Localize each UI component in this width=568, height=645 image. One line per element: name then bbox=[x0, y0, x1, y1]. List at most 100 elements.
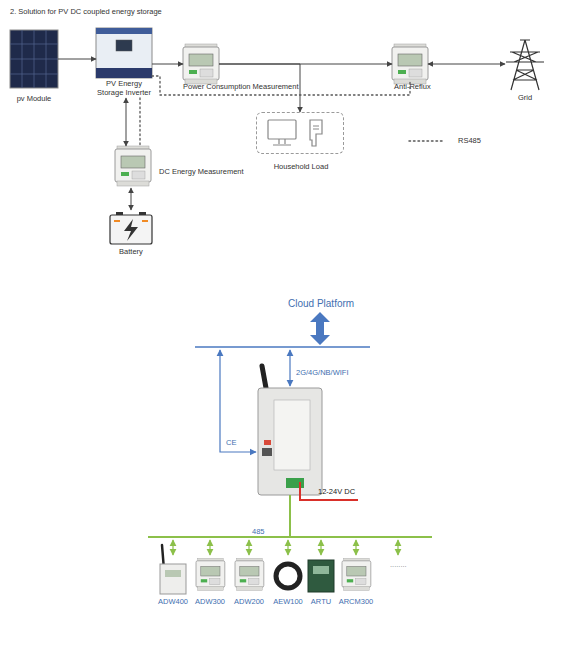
rs485-link bbox=[139, 98, 140, 146]
meter-node: Power Consumption Measurement bbox=[183, 46, 219, 82]
power-line bbox=[300, 482, 358, 500]
monitor-stand bbox=[273, 139, 291, 145]
gateway-body bbox=[258, 388, 322, 495]
annotation-label: 2G/4G/NB/WIFI bbox=[296, 368, 349, 377]
legend-line-sample bbox=[408, 138, 444, 144]
node-label: ADW300 bbox=[183, 598, 237, 607]
node-label: Household Load bbox=[251, 163, 351, 172]
legend-text: RS485 bbox=[458, 136, 481, 145]
power-flow-arrow bbox=[131, 188, 132, 210]
device-body bbox=[196, 558, 225, 590]
power-flow-arrow bbox=[428, 64, 505, 65]
bus-tap bbox=[209, 540, 210, 555]
battery-mark bbox=[142, 220, 148, 222]
node-label: AEW100 bbox=[261, 598, 315, 607]
device-node: ADW300 bbox=[195, 558, 225, 594]
ethernet-link bbox=[220, 350, 256, 452]
monitor-icon bbox=[268, 120, 296, 139]
wireless-link bbox=[289, 350, 290, 386]
node-label: Grid bbox=[495, 94, 555, 103]
battery-illustration bbox=[110, 212, 152, 244]
plug-icon bbox=[310, 120, 322, 146]
load-group-node: Household Load bbox=[256, 112, 344, 154]
power-flow-arrow bbox=[152, 64, 183, 65]
annotation-label: CE bbox=[226, 438, 236, 447]
inverter-base bbox=[96, 68, 152, 78]
power-flow-arrow bbox=[219, 64, 300, 112]
panel-frame bbox=[10, 30, 58, 88]
node-label: Battery bbox=[101, 248, 161, 257]
meter-illustration bbox=[392, 44, 428, 84]
device-body bbox=[308, 560, 334, 592]
node-label: Power Consumption Measurement bbox=[183, 83, 298, 92]
power-flow-arrow bbox=[219, 64, 392, 65]
grid-pylon bbox=[506, 40, 544, 90]
legend-item: RS485 bbox=[408, 136, 481, 145]
power-flow-arrow bbox=[58, 59, 96, 60]
bus-tap bbox=[355, 540, 356, 555]
battery-bolt bbox=[124, 219, 138, 241]
node-label: ARCM300 bbox=[329, 598, 383, 607]
annotation-label: 12-24V DC bbox=[318, 487, 355, 496]
inverter-screen bbox=[116, 40, 132, 51]
bus-tap bbox=[248, 540, 249, 555]
device-body bbox=[342, 558, 371, 590]
rs485-link bbox=[152, 76, 410, 95]
battery-body bbox=[110, 215, 152, 244]
gateway-panel bbox=[274, 400, 310, 470]
gateway-illustration bbox=[258, 366, 322, 495]
node-label: ADW200 bbox=[222, 598, 276, 607]
device-screen bbox=[313, 566, 329, 574]
power-flow-arrow bbox=[126, 98, 127, 146]
node-label: ADW400 bbox=[146, 598, 200, 607]
device-screen bbox=[165, 570, 181, 577]
inverter-band bbox=[96, 28, 152, 34]
diagram-title: 2. Solution for PV DC coupled energy sto… bbox=[10, 7, 162, 16]
annotation-label: Cloud Platform bbox=[288, 298, 354, 310]
meter-node: Anti-Reflux bbox=[392, 46, 428, 82]
device-body bbox=[160, 564, 186, 594]
dotted-sample bbox=[409, 140, 443, 142]
solar-panel bbox=[10, 30, 58, 88]
node-label: Anti-Reflux bbox=[394, 83, 431, 92]
bus-drop bbox=[289, 495, 291, 537]
ct-ring bbox=[276, 564, 300, 588]
node-label: PV Energy Storage Inverter bbox=[94, 80, 154, 97]
device-node: AEW100 bbox=[273, 558, 303, 594]
bus-tap bbox=[172, 540, 173, 555]
cloud-double-arrow bbox=[310, 312, 330, 345]
node-label: DC Energy Measurement bbox=[159, 168, 244, 177]
household-icons bbox=[268, 120, 322, 146]
meter-node: DC Energy Measurement bbox=[115, 146, 151, 188]
panel-cells bbox=[10, 30, 58, 88]
plug-detail bbox=[313, 126, 319, 129]
meter-illustration bbox=[115, 146, 151, 186]
device-illustrations bbox=[160, 545, 371, 594]
gateway-led bbox=[264, 440, 271, 445]
battery-node: Battery bbox=[110, 210, 152, 244]
pv-module-node: pv Module bbox=[10, 30, 58, 88]
more-devices-dots: ........ bbox=[390, 560, 407, 569]
rs485-bus bbox=[148, 536, 432, 538]
grid-node: Grid bbox=[505, 40, 545, 90]
bus-tap bbox=[397, 540, 398, 555]
node-label: pv Module bbox=[0, 95, 70, 104]
terminal-block bbox=[286, 478, 304, 488]
inverter-node: PV Energy Storage Inverter bbox=[96, 28, 152, 98]
bus-tap bbox=[287, 540, 288, 555]
bus-taps bbox=[173, 540, 398, 555]
inverter-body bbox=[96, 28, 152, 78]
device-body bbox=[235, 558, 264, 590]
network-line bbox=[195, 346, 370, 348]
inverter-illustration bbox=[96, 28, 152, 78]
meter-illustration bbox=[183, 44, 219, 84]
ethernet-port bbox=[262, 448, 272, 456]
annotation-label: 485 bbox=[252, 527, 265, 536]
device-node: ADW200 bbox=[234, 558, 264, 594]
device-node: ADW400 bbox=[158, 558, 188, 594]
device-node: ARTU bbox=[306, 558, 336, 594]
battery-mark bbox=[114, 220, 120, 222]
